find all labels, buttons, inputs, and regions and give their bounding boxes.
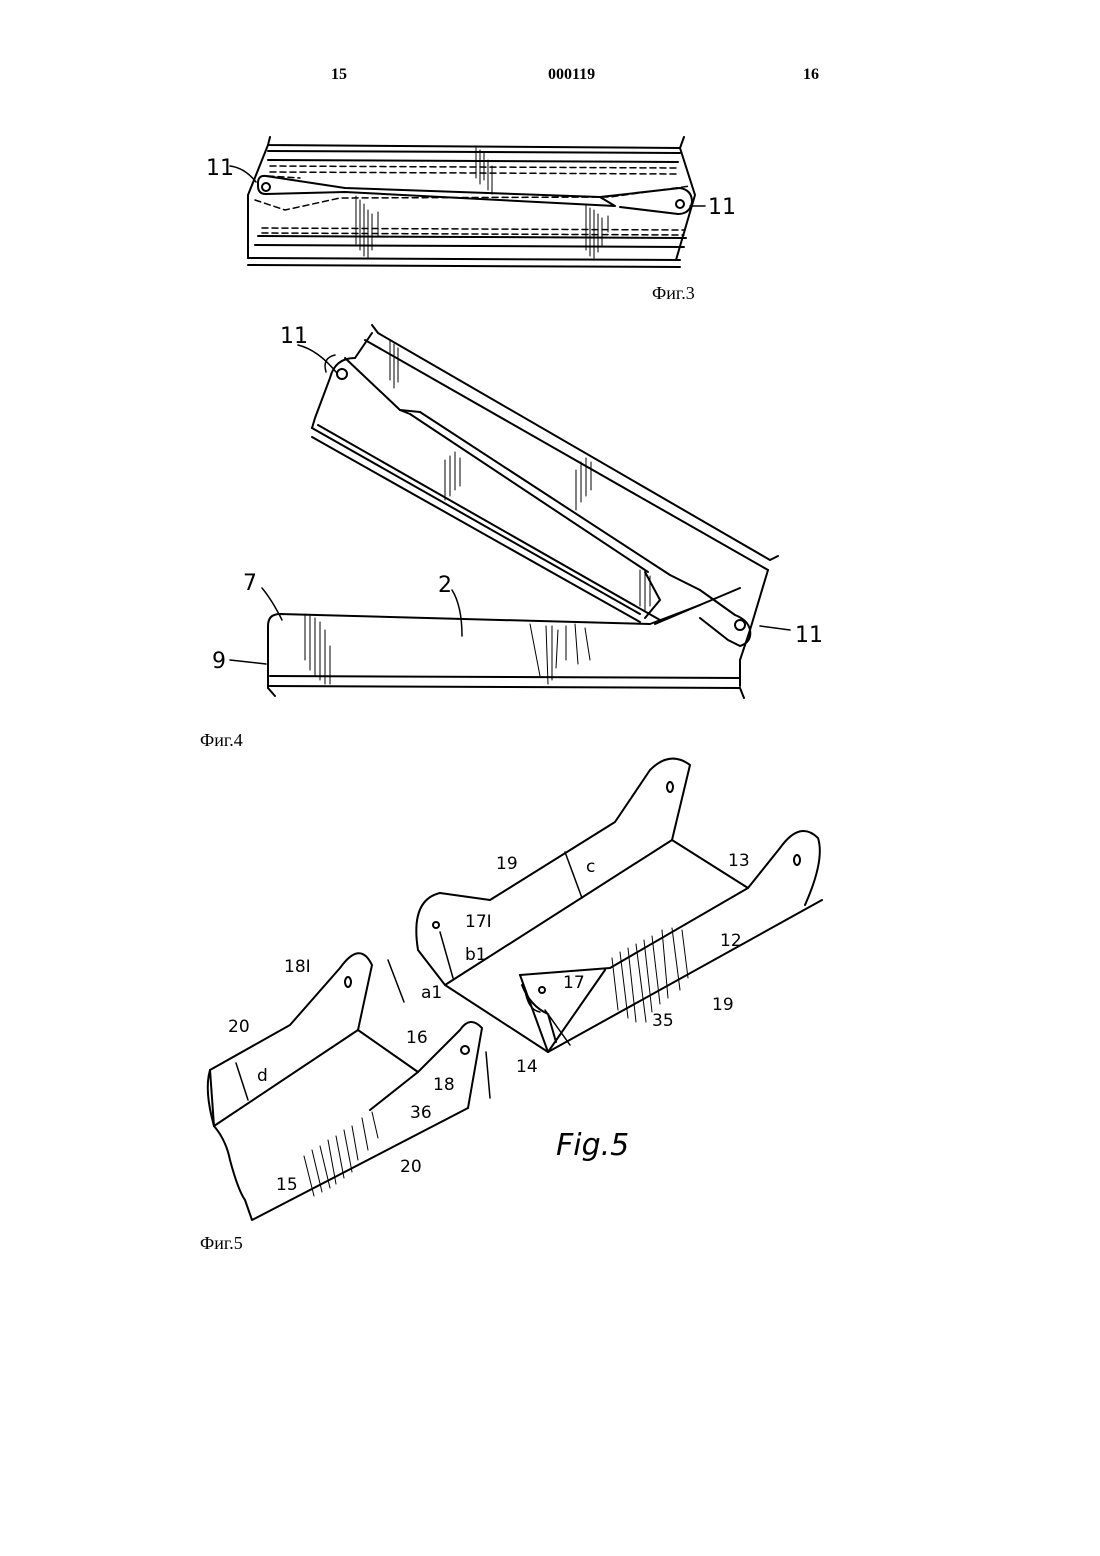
fig5-label-19-bottom: 19 — [712, 995, 734, 1015]
figure-3-drawing: 11 11 — [206, 137, 736, 267]
fig5-label-18prime: 18I — [284, 957, 311, 977]
fig5-label-19-top: 19 — [496, 854, 518, 874]
hatching — [304, 928, 688, 1196]
figure-4-caption: Фиг.4 — [200, 730, 243, 751]
figure-3-caption: Фиг.3 — [652, 283, 695, 304]
fig3-label-11-left: 11 — [206, 156, 234, 181]
fig4-label-11-top: 11 — [280, 324, 308, 349]
fig5-label-d: d — [257, 1066, 268, 1086]
fig3-label-11-right: 11 — [708, 195, 736, 220]
figure-5-drawing: 19 c 13 17I b1 12 18I a1 17 20 16 35 19 … — [208, 759, 822, 1220]
fig5-label-20-bottom: 20 — [400, 1157, 422, 1177]
fig5-label-16: 16 — [406, 1028, 428, 1048]
figure-5-caption: Фиг.5 — [200, 1233, 243, 1254]
fig5-tag: Fig.5 — [556, 1128, 629, 1163]
fig4-label-2: 2 — [438, 573, 452, 598]
fig5-label-13: 13 — [728, 851, 750, 871]
fig5-label-17: 17 — [563, 973, 585, 993]
fig5-label-a1: a1 — [421, 983, 442, 1003]
fig5-label-15: 15 — [276, 1175, 298, 1195]
fig5-label-12: 12 — [720, 931, 742, 951]
fig4-label-11-right: 11 — [795, 623, 823, 648]
fig5-label-c: c — [586, 857, 595, 877]
fig5-label-14: 14 — [516, 1057, 538, 1077]
fig5-label-17prime: 17I — [465, 912, 492, 932]
fig4-label-9: 9 — [212, 649, 226, 674]
fig5-label-20-top: 20 — [228, 1017, 250, 1037]
figure-4-drawing: 11 11 7 2 9 — [212, 324, 823, 698]
fig5-label-18: 18 — [433, 1075, 455, 1095]
fig5-label-36: 36 — [410, 1103, 432, 1123]
fig5-label-b1: b1 — [465, 945, 487, 965]
fig5-label-35: 35 — [652, 1011, 674, 1031]
fig4-label-7: 7 — [243, 571, 257, 596]
